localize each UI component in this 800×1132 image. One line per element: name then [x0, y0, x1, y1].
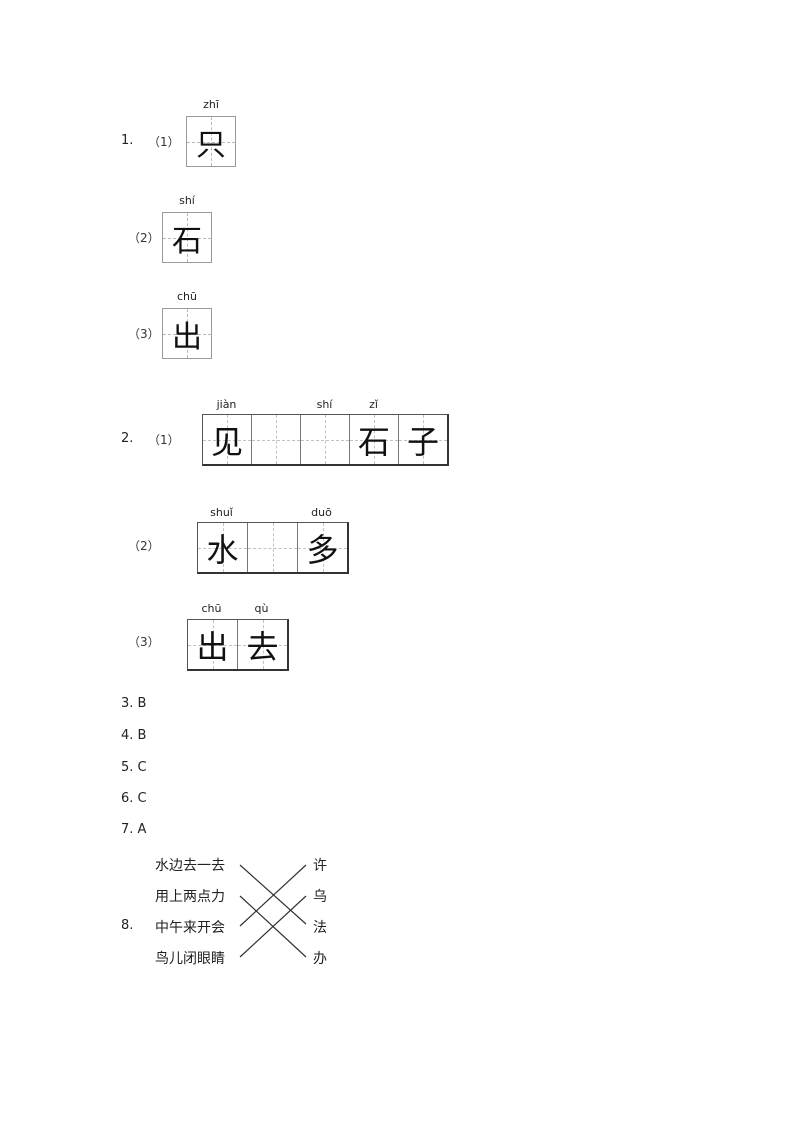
- q1-item-1-char: 只: [196, 127, 226, 163]
- q1-item-2-pinyin: shí: [179, 194, 195, 207]
- answer-number: 5.: [121, 760, 134, 775]
- q2-row-2-cell: [248, 523, 298, 572]
- match-right-item-3: 法: [313, 920, 327, 936]
- grid-guide: [198, 547, 247, 549]
- q2-row-1-cell: [252, 415, 301, 464]
- q2-row-3-char-2: 去: [246, 627, 279, 666]
- q1-item-1-pinyin: zhī: [203, 98, 219, 111]
- q1-item-3-char: 出: [172, 319, 202, 355]
- q1-item-3-label: （3）: [128, 327, 160, 341]
- q2-row-2-char-3: 多: [306, 530, 339, 569]
- answer-value: B: [137, 696, 147, 711]
- q1-item-1-box: 只: [186, 116, 236, 167]
- grid-guide: [188, 644, 237, 646]
- answer-number: 3.: [121, 696, 134, 711]
- q2-row-2-cell: 多: [298, 523, 347, 572]
- q2-row-1-cell: [301, 415, 350, 464]
- q2-row-1-char-5: 子: [406, 422, 439, 461]
- q2-row-2-char-1: 水: [206, 530, 239, 569]
- q2-row-1-pinyin-4: shí: [316, 398, 333, 411]
- q2-row-3-char-1: 出: [196, 627, 229, 666]
- answer-value: C: [137, 791, 147, 806]
- match-line-3: [239, 864, 307, 927]
- grid-guide: [163, 237, 211, 239]
- answer-row: 5. C: [121, 760, 147, 775]
- question-1-number: 1.: [121, 133, 134, 148]
- grid-guide: [203, 439, 251, 441]
- grid-guide: [238, 644, 287, 646]
- answer-number: 4.: [121, 728, 134, 743]
- answer-row: 4. B: [121, 728, 146, 743]
- match-line-1: [239, 864, 307, 925]
- q2-row-3-pinyin-1: chū: [201, 602, 222, 615]
- q2-row-1-cell: 见: [203, 415, 252, 464]
- q2-row-1-cell: 石: [350, 415, 399, 464]
- q1-item-1-label: （1）: [148, 135, 180, 149]
- answer-value: B: [137, 728, 147, 743]
- q2-row-2-pinyin-1: shuǐ: [210, 506, 233, 519]
- question-8-number: 8.: [121, 918, 134, 933]
- grid-guide: [301, 439, 349, 441]
- grid-guide: [399, 439, 447, 441]
- q1-item-2-label: （2）: [128, 231, 160, 245]
- q2-row-1-char-1: 见: [210, 422, 243, 461]
- grid-guide: [163, 333, 211, 335]
- q2-row-1-pinyin-1: jiàn: [216, 398, 237, 411]
- q1-item-2-char: 石: [172, 223, 202, 259]
- match-right-item-4: 办: [313, 951, 327, 967]
- q2-row-3-pinyin-2: qù: [254, 602, 269, 615]
- answer-row: 7. A: [121, 822, 146, 837]
- q2-row-1-grid: 见 石 子: [202, 414, 449, 466]
- q2-row-2-pinyin-3: duō: [311, 506, 332, 519]
- q2-row-1-label: （1）: [148, 433, 180, 447]
- grid-guide: [252, 439, 300, 441]
- question-2-number: 2.: [121, 431, 134, 446]
- answer-number: 7.: [121, 822, 134, 837]
- answer-value: C: [137, 760, 147, 775]
- q1-item-3-pinyin: chū: [177, 290, 197, 303]
- q2-row-2-grid: 水 多: [197, 522, 349, 574]
- grid-guide: [350, 439, 398, 441]
- q2-row-3-cell: 去: [238, 620, 287, 669]
- q2-row-2-cell: 水: [198, 523, 248, 572]
- match-left-item-4: 鸟儿闭眼睛: [155, 951, 225, 967]
- answer-number: 6.: [121, 791, 134, 806]
- q2-row-1-cell: 子: [399, 415, 447, 464]
- grid-guide: [298, 547, 347, 549]
- answer-value: A: [137, 822, 147, 837]
- match-left-item-2: 用上两点力: [155, 889, 225, 905]
- q2-row-3-label: （3）: [128, 635, 160, 649]
- q2-row-3-grid: 出 去: [187, 619, 289, 671]
- q2-row-3-cell: 出: [188, 620, 238, 669]
- q1-item-3-box: 出: [162, 308, 212, 359]
- match-left-item-3: 中午来开会: [155, 920, 225, 936]
- grid-guide: [248, 547, 297, 549]
- q2-row-1-char-4: 石: [357, 422, 390, 461]
- match-right-item-1: 许: [313, 858, 327, 874]
- match-right-item-2: 乌: [313, 889, 327, 905]
- answer-row: 3. B: [121, 696, 146, 711]
- q2-row-2-label: （2）: [128, 539, 160, 553]
- match-left-item-1: 水边去一去: [155, 858, 225, 874]
- answer-row: 6. C: [121, 791, 147, 806]
- match-line-4: [239, 895, 307, 958]
- q1-item-2-box: 石: [162, 212, 212, 263]
- q2-row-1-pinyin-5: zǐ: [369, 398, 378, 411]
- grid-guide: [187, 141, 235, 143]
